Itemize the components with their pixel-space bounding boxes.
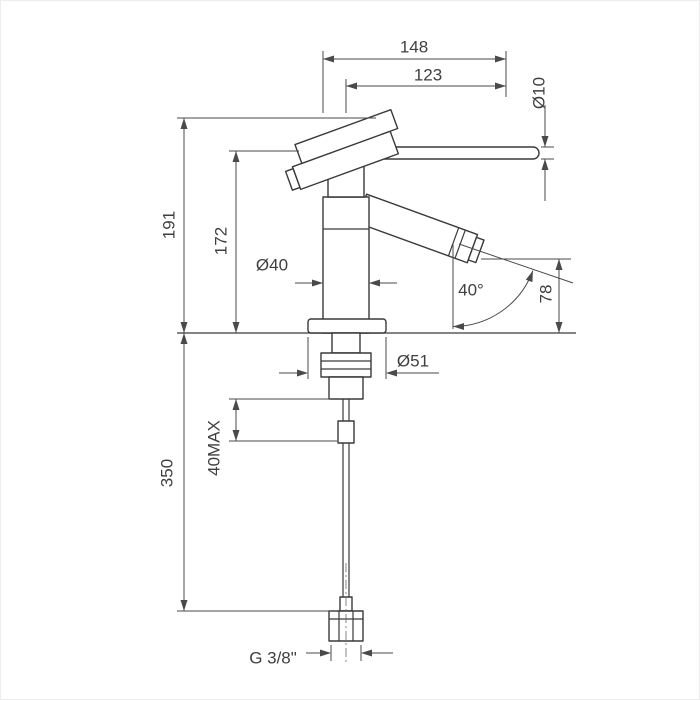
dim-78-label: 78	[537, 285, 556, 304]
dimension-hose-length: 350	[158, 333, 337, 612]
dimension-deck-thickness: 40MAX	[205, 398, 337, 476]
dim-d10-label: Ø10	[530, 77, 549, 109]
dim-d40-label: Ø40	[256, 256, 288, 275]
dim-191-label: 191	[160, 211, 179, 239]
mounting-hardware	[320, 332, 372, 400]
dim-d51-label: Ø51	[397, 352, 429, 371]
dim-thread-label: G 3/8"	[249, 649, 297, 668]
dimension-connection-thread: G 3/8"	[249, 645, 393, 668]
spout	[355, 193, 485, 264]
supply-hose	[337, 399, 355, 597]
dim-angle-label: 40°	[458, 281, 484, 300]
dimension-total-projection: 148	[322, 38, 507, 113]
dim-172-label: 172	[212, 227, 231, 255]
dimension-outlet-height: 78	[481, 258, 571, 333]
faucet-drawing	[177, 108, 576, 663]
handle-lever	[284, 108, 400, 191]
dimension-spout-projection: 123	[345, 66, 506, 113]
dimension-body-diameter: Ø40	[256, 256, 397, 287]
handle-rod	[368, 146, 540, 160]
base-flange	[307, 318, 387, 334]
mounting-nut	[320, 352, 372, 378]
body	[322, 196, 370, 334]
dimension-handle-diameter: Ø10	[530, 77, 554, 201]
dim-40max-label: 40MAX	[205, 420, 224, 476]
dimension-total-height: 191	[160, 117, 376, 333]
dimension-spout-angle: 40°	[452, 243, 574, 330]
shank-guide	[328, 376, 364, 400]
dimension-body-height: 172	[212, 150, 299, 333]
dim-148-label: 148	[400, 38, 428, 57]
threaded-shank	[331, 332, 361, 354]
dim-350-label: 350	[158, 459, 177, 487]
dim-123-label: 123	[414, 66, 442, 85]
dimensions-layer: 148 123 Ø10 191	[158, 38, 574, 668]
dimension-base-diameter: Ø51	[279, 337, 439, 379]
hose-sleeve	[337, 420, 355, 444]
